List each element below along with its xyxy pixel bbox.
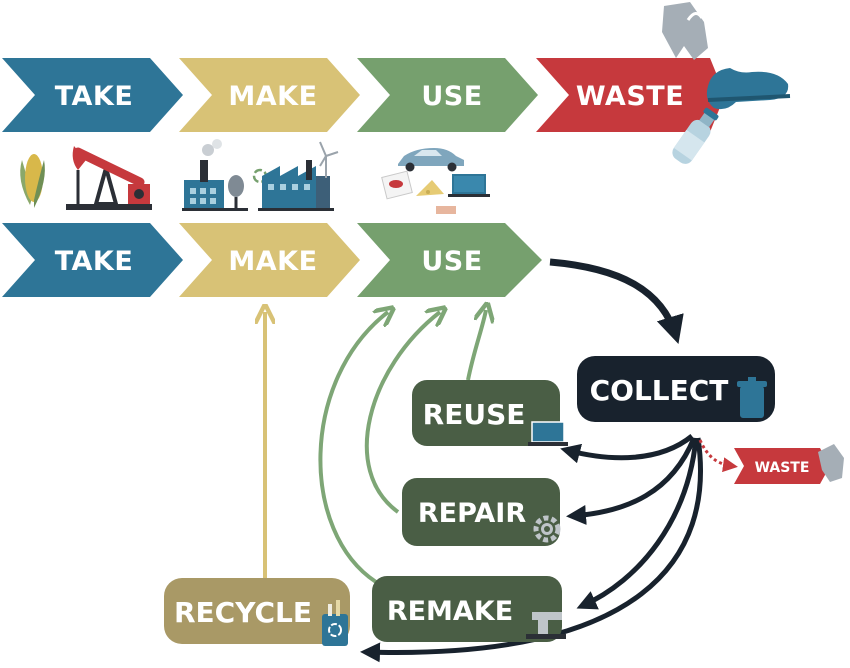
- recycle-label: RECYCLE: [174, 596, 312, 629]
- arrow-collect-to-recycle: [360, 437, 703, 663]
- collect-box: COLLECT: [577, 356, 775, 422]
- arrow-repair-to-use: [364, 312, 440, 514]
- arrow-reuse-to-use: [466, 310, 486, 381]
- repair-label: REPAIR: [418, 498, 526, 529]
- circular-use-chevron: USE: [357, 223, 542, 297]
- arrow-collect-to-remake: [576, 437, 699, 610]
- circular-use-label: USE: [421, 246, 482, 277]
- laptop-icon: [448, 174, 490, 197]
- shoe-icon: [706, 68, 791, 110]
- recycle-bin-icon: [322, 600, 348, 646]
- oil-pump-icon: [66, 146, 152, 210]
- circular-take-label: TAKE: [55, 246, 134, 277]
- arrow-collect-to-waste: [698, 439, 738, 473]
- remake-label: REMAKE: [387, 596, 513, 627]
- arrow-use-to-collect: [549, 258, 684, 345]
- arrow-remake-to-use: [318, 312, 388, 584]
- sewing-machine-icon: [526, 612, 566, 639]
- cheese-icon: [416, 180, 444, 196]
- food-package-icon: [381, 170, 413, 200]
- linear-make-label: MAKE: [228, 81, 317, 112]
- reuse-box: REUSE: [412, 380, 568, 446]
- arrow-collect-to-repair: [566, 437, 697, 525]
- waste-tag: WASTE: [734, 444, 844, 484]
- arrows-layer: [265, 258, 738, 663]
- corn-icon: [20, 154, 45, 208]
- linear-take-chevron: TAKE: [2, 58, 183, 132]
- circular-take-chevron: TAKE: [2, 223, 183, 297]
- trash-bin-icon: [737, 377, 767, 418]
- collect-label: COLLECT: [590, 374, 729, 407]
- repair-box: REPAIR: [402, 478, 561, 546]
- linear-use-label: USE: [421, 81, 482, 112]
- plastic-bag-icon: [818, 444, 844, 482]
- circular-economy-row: TAKE MAKE USE: [2, 223, 542, 297]
- circular-make-chevron: MAKE: [179, 223, 360, 297]
- industrial-plant-icon: [258, 160, 334, 211]
- reuse-label: REUSE: [423, 398, 526, 431]
- gear-icon: [533, 515, 561, 543]
- circular-make-label: MAKE: [228, 246, 317, 277]
- wind-turbine-icon: [319, 141, 339, 178]
- waste-tag-label: WASTE: [755, 460, 810, 476]
- car-icon: [398, 148, 464, 172]
- small-package-icon: [436, 206, 456, 214]
- linear-take-label: TAKE: [55, 81, 134, 112]
- plastic-bag-icon: [662, 2, 708, 60]
- linear-economy-row: TAKE MAKE USE WASTE: [2, 58, 725, 132]
- remake-box: REMAKE: [372, 576, 566, 642]
- factory-icon: [182, 139, 248, 211]
- linear-waste-chevron: WASTE: [536, 58, 725, 132]
- linear-waste-label: WASTE: [576, 81, 684, 112]
- laptop-icon: [528, 421, 568, 446]
- arrow-collect-to-reuse: [560, 434, 694, 464]
- linear-make-chevron: MAKE: [179, 58, 360, 132]
- recycle-box: RECYCLE: [164, 578, 350, 646]
- plastic-bottle-icon: [672, 107, 719, 164]
- linear-use-chevron: USE: [357, 58, 538, 132]
